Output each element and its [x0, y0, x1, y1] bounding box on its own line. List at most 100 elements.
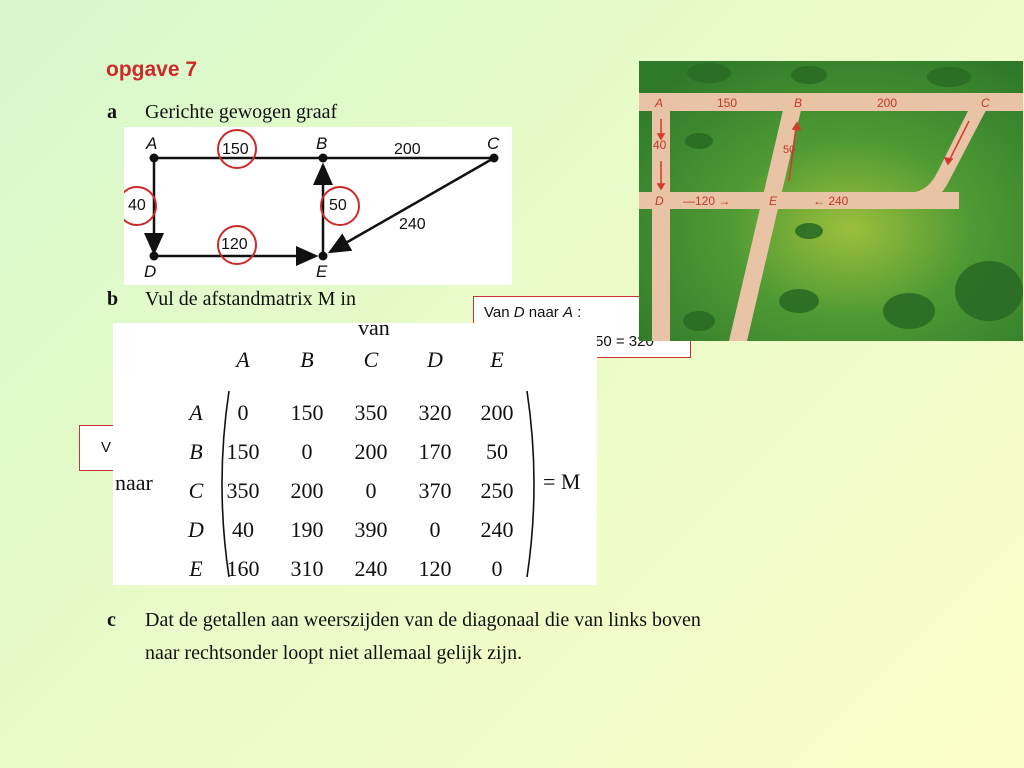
node-d	[149, 251, 159, 261]
bush	[795, 223, 823, 239]
matrix-row-a: A	[189, 400, 203, 425]
part-c-letter: c	[107, 609, 116, 631]
matrix-cell: 0	[365, 478, 377, 503]
matrix-cell: 150	[226, 439, 260, 464]
matrix-cell: 200	[480, 400, 514, 425]
part-a-letter: a	[107, 101, 117, 123]
matrix-cell: 190	[290, 517, 324, 542]
road-middle	[639, 192, 959, 209]
matrix-value-row: 150 0 200 170 50	[225, 432, 525, 471]
matrix-cell: 0	[491, 556, 503, 581]
matrix-cell: 0	[237, 400, 249, 425]
matrix-cell: 160	[226, 556, 260, 581]
map-label-240: ← 240	[813, 194, 849, 208]
bush	[683, 311, 715, 331]
matrix-cell: 240	[354, 556, 388, 581]
matrix-values: 0 150 350 320 200 150 0 200 170 50 350 2…	[225, 393, 525, 588]
matrix-naar-label: naar	[115, 470, 153, 495]
arrow-head	[791, 121, 802, 131]
matrix-cell: 320	[418, 400, 452, 425]
node-label-c: C	[487, 134, 500, 153]
directed-graph: A B C D E 150 200 40 50 240 120	[124, 127, 512, 285]
highlight-40	[124, 186, 157, 226]
matrix-column-headers: A B C D E	[225, 347, 545, 377]
slide-title: opgave 7	[106, 58, 198, 81]
node-label-e: E	[316, 262, 328, 281]
part-b-text: Vul de afstandmatrix M in	[145, 288, 356, 310]
bush	[779, 289, 819, 313]
road-e-b	[729, 93, 805, 341]
arrow-head	[656, 133, 666, 141]
node-a	[149, 153, 159, 163]
map-label-b: B	[794, 96, 802, 110]
edge-label-b-c: 200	[394, 141, 421, 158]
edge-c-e	[327, 156, 495, 254]
node-label-a: A	[145, 134, 157, 153]
matrix-row-e: E	[189, 556, 203, 581]
map-label-a: A	[654, 96, 663, 110]
matrix-cell: 200	[354, 439, 388, 464]
edge-label-a-b: 150	[222, 141, 249, 158]
matrix-col-b: B	[300, 347, 314, 372]
highlight-50	[320, 186, 360, 226]
map-label-e: E	[769, 194, 778, 208]
node-label-d: D	[144, 262, 156, 281]
matrix-col-a: A	[236, 347, 250, 372]
matrix-van-label: van	[358, 315, 390, 340]
matrix-cell: 350	[354, 400, 388, 425]
matrix-row-d: D	[188, 517, 204, 542]
highlight-120	[217, 225, 257, 265]
map-label-c: C	[981, 96, 990, 110]
matrix-value-row: 40 190 390 0 240	[225, 510, 525, 549]
matrix-cell: 40	[232, 517, 254, 542]
matrix-cell: 350	[226, 478, 260, 503]
matrix-row-c: C	[188, 478, 204, 503]
map-label-50: 50	[783, 144, 795, 156]
map-label-150: 150	[717, 96, 737, 110]
arrow-c-e	[948, 120, 970, 162]
bush	[883, 293, 935, 329]
callout-to: A	[562, 304, 573, 321]
matrix-cell: 310	[290, 556, 324, 581]
node-label-b: B	[316, 134, 327, 153]
node-e	[318, 251, 328, 261]
callout-van: Van	[484, 304, 514, 321]
matrix-row-headers: A B C D E	[181, 393, 211, 588]
road-map: A 150 B 200 C 40 50 D —120 → E ← 240	[639, 61, 1023, 341]
matrix-cell: 170	[418, 439, 452, 464]
node-c	[489, 153, 499, 163]
matrix-cell: 240	[480, 517, 514, 542]
matrix-row-b: B	[189, 439, 203, 464]
road-c-curve	[899, 93, 995, 209]
edge-label-c-e: 240	[399, 216, 426, 233]
road-top	[639, 93, 1023, 111]
matrix-cell: 0	[429, 517, 441, 542]
matrix-cell: 370	[418, 478, 452, 503]
matrix-left-paren	[221, 390, 230, 578]
map-label-120: —120 →	[683, 194, 730, 208]
map-label-200: 200	[877, 96, 897, 110]
bush	[927, 67, 971, 87]
highlight-150	[217, 129, 257, 169]
matrix-value-row: 350 200 0 370 250	[225, 471, 525, 510]
edge-label-a-d: 40	[128, 197, 146, 214]
matrix-cell: 200	[290, 478, 324, 503]
part-a-text: Gerichte gewogen graaf	[145, 101, 338, 123]
matrix-cell: 150	[290, 400, 324, 425]
matrix-right-paren	[526, 390, 535, 578]
callout-2-text: V	[101, 439, 112, 456]
matrix-col-e: E	[490, 347, 504, 372]
map-label-d: D	[655, 194, 664, 208]
matrix-cell: 0	[301, 439, 313, 464]
callout-from: D	[513, 304, 525, 321]
matrix-cell: 50	[486, 439, 508, 464]
part-b-letter: b	[107, 288, 119, 310]
matrix-value-row: 160 310 240 120 0	[225, 549, 525, 588]
part-c-line1: Dat de getallen aan weerszijden van de d…	[145, 609, 701, 631]
edge-label-d-e: 120	[221, 236, 248, 253]
node-b	[318, 153, 328, 163]
matrix-col-c: C	[363, 347, 379, 372]
bush	[685, 133, 713, 149]
matrix-value-row: 0 150 350 320 200	[225, 393, 525, 432]
